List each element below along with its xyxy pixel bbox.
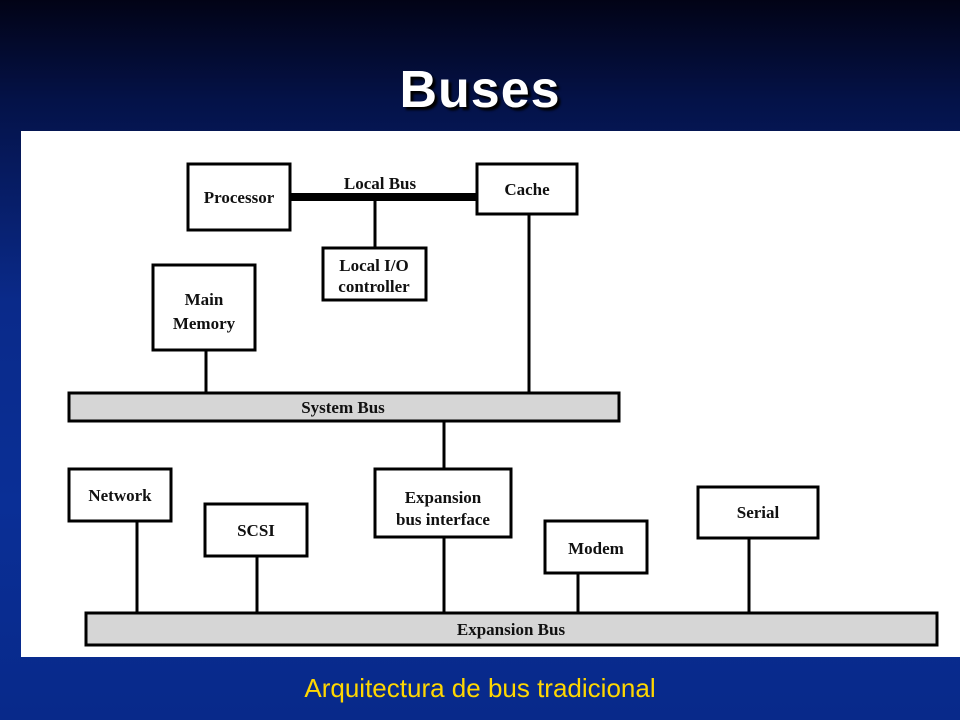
system-bus-label: System Bus <box>301 398 385 417</box>
network-box <box>67 467 173 523</box>
local-bus-label: Local Bus <box>344 174 417 193</box>
slide-title: Buses <box>399 61 561 119</box>
serial-label: Serial <box>737 503 780 522</box>
serial-box <box>696 485 820 540</box>
processor-box <box>186 162 292 232</box>
expansion-interface-box <box>373 467 513 539</box>
system-bus-bar <box>67 391 621 423</box>
local-io-label-line1: Local I/O <box>339 256 408 275</box>
local-io-box <box>321 246 428 302</box>
diagram-caption: Arquitectura de bus tradicional <box>304 673 656 703</box>
local-io-label-line2: controller <box>338 277 410 296</box>
main-memory-box <box>151 263 257 352</box>
scsi-box <box>203 502 309 558</box>
bus-architecture-diagram: Processor Cache Local I/O controller Mai… <box>21 131 960 657</box>
modem-label: Modem <box>568 539 624 558</box>
cache-label: Cache <box>504 180 550 199</box>
processor-label: Processor <box>204 188 275 207</box>
scsi-label: SCSI <box>237 521 275 540</box>
cache-box <box>475 162 579 216</box>
main-memory-label-line1: Main <box>185 290 224 309</box>
modem-box <box>543 519 649 575</box>
expansion-bus-label: Expansion Bus <box>457 620 566 639</box>
expansion-interface-label-line1: Expansion <box>405 488 482 507</box>
network-label: Network <box>88 486 152 505</box>
main-memory-label-line2: Memory <box>173 314 236 333</box>
expansion-interface-label-line2: bus interface <box>396 510 490 529</box>
expansion-bus-bar <box>84 611 939 647</box>
